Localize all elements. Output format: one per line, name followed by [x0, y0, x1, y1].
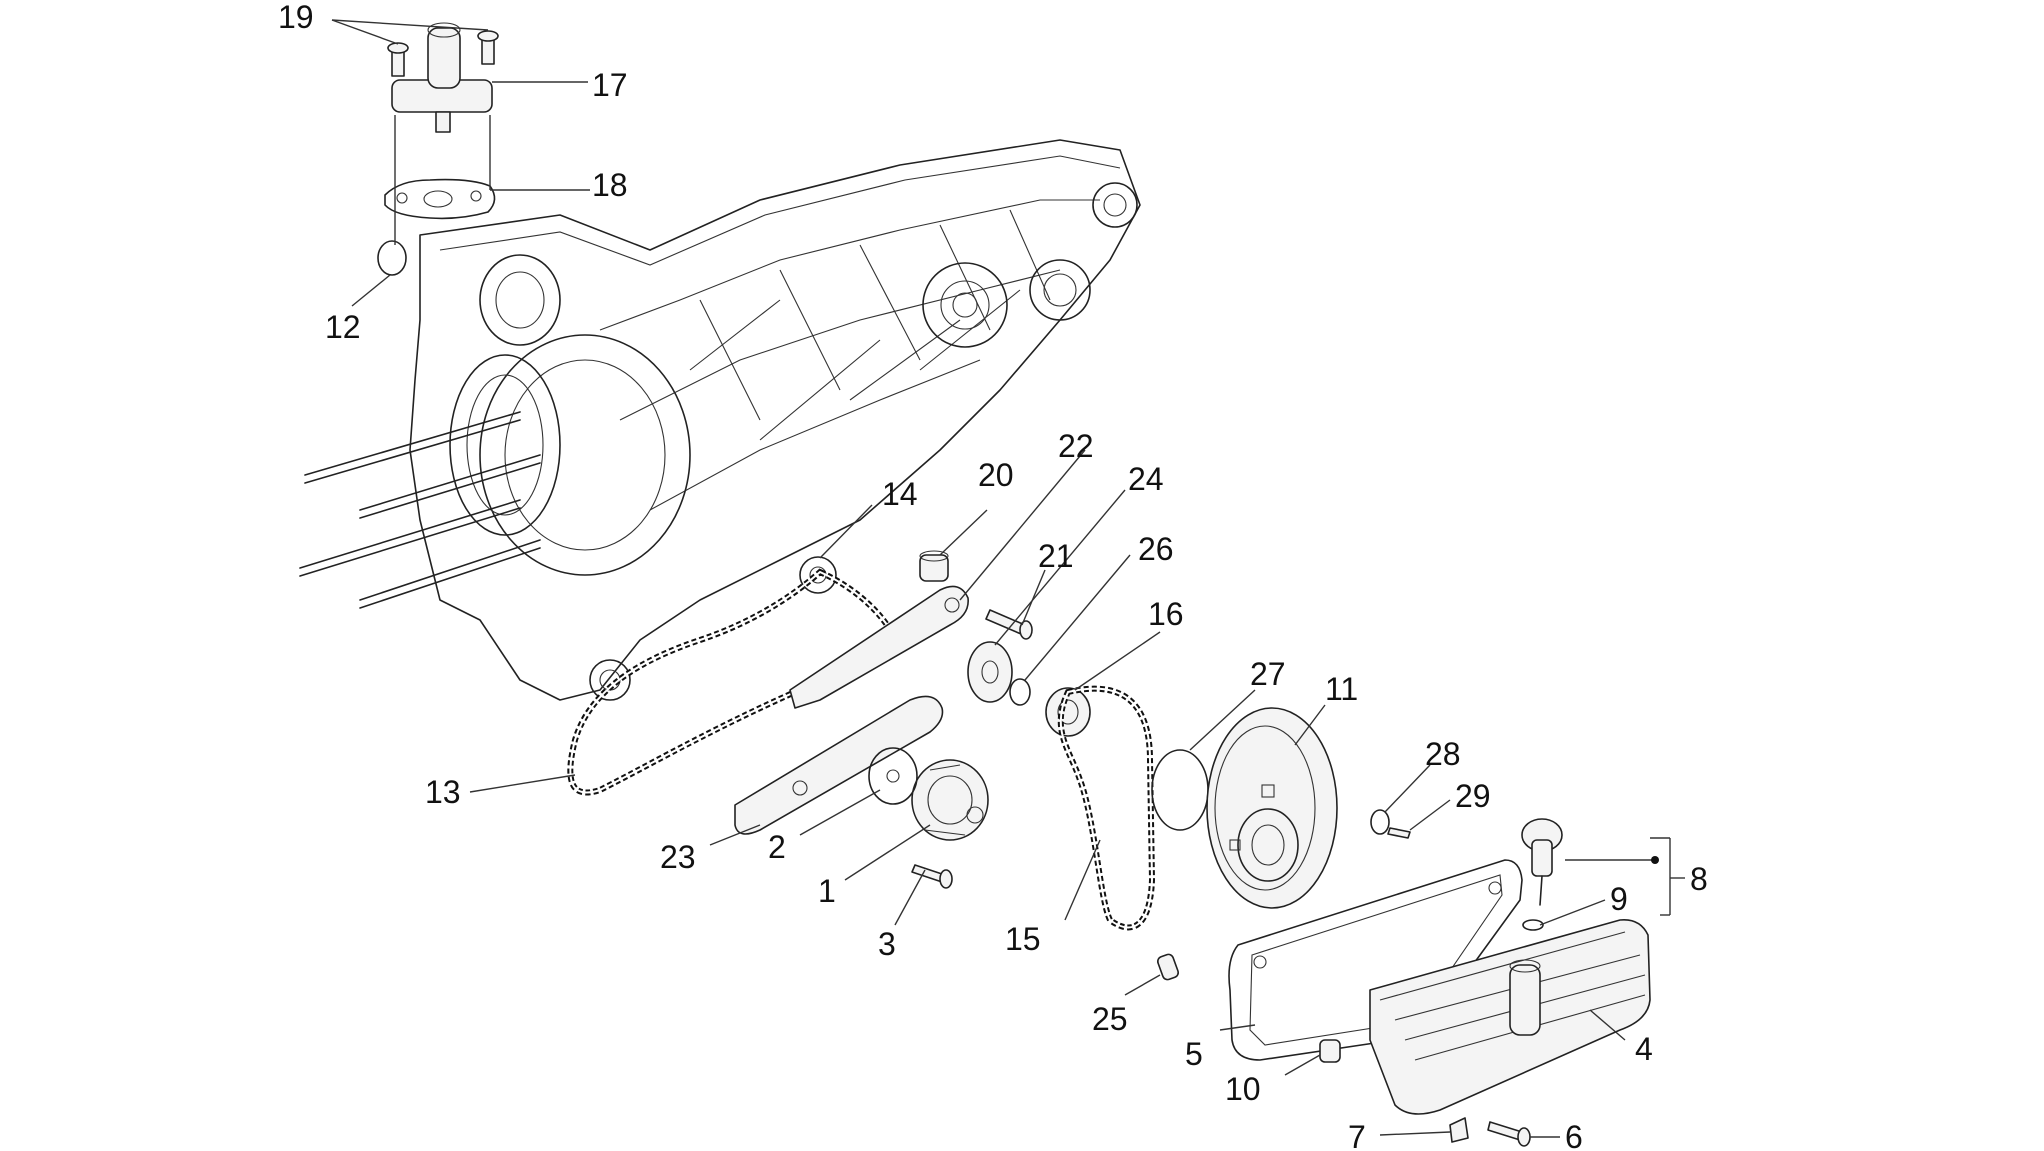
callout-25: 25 — [1092, 1001, 1128, 1037]
o-ring-12 — [377, 240, 407, 276]
callout-6: 6 — [1565, 1119, 1583, 1151]
callout-29: 29 — [1455, 778, 1491, 814]
plug-10 — [1319, 1039, 1341, 1063]
pump-chain-15 — [1057, 685, 1156, 931]
bushing-20 — [919, 550, 949, 582]
o-ring-27 — [1151, 749, 1209, 831]
oil-pump-1 — [911, 759, 989, 841]
callout-21: 21 — [1038, 538, 1074, 574]
screw-29 — [1387, 827, 1411, 839]
callout-11: 11 — [1325, 671, 1358, 707]
cylinder-studs — [299, 411, 541, 609]
callout-26: 26 — [1138, 531, 1174, 567]
o-ring-26 — [1009, 678, 1031, 706]
crankcase — [409, 139, 1141, 701]
pin-21 — [985, 609, 1033, 640]
callout-17: 17 — [592, 67, 628, 103]
callout-28: 28 — [1425, 736, 1461, 772]
callout-1: 1 — [818, 873, 836, 909]
callout-14: 14 — [882, 476, 918, 512]
callout-27: 27 — [1250, 656, 1286, 692]
callout-12: 12 — [325, 309, 361, 345]
callout-9: 9 — [1610, 881, 1628, 917]
leader-lines — [331, 19, 1685, 1138]
callout-4: 4 — [1635, 1031, 1653, 1067]
washer-28 — [1370, 809, 1390, 835]
callout-18: 18 — [592, 167, 628, 203]
callout-5: 5 — [1185, 1036, 1203, 1072]
callout-16: 16 — [1148, 596, 1184, 632]
callout-15: 15 — [1005, 921, 1041, 957]
oil-pump-gasket-2 — [868, 747, 918, 805]
o-ring-9 — [1522, 919, 1544, 931]
pin-25 — [1156, 953, 1180, 981]
screw-3 — [911, 864, 953, 889]
pump-sprocket-16 — [1045, 687, 1091, 737]
tensioner-slider-23 — [734, 695, 944, 835]
callout-8: 8 — [1690, 861, 1708, 897]
callout-3: 3 — [878, 926, 896, 962]
chain-tensioner — [391, 22, 493, 133]
callout-24: 24 — [1128, 461, 1164, 497]
clip-7 — [1449, 1117, 1469, 1143]
washer-24 — [967, 641, 1013, 703]
tensioner-bolts — [387, 30, 499, 77]
callout-2: 2 — [768, 829, 786, 865]
oil-sump-4 — [1369, 918, 1651, 1115]
tensioner-gasket — [384, 178, 496, 220]
callout-13: 13 — [425, 774, 461, 810]
pump-cover-11 — [1206, 707, 1338, 909]
chain-guide-22 — [789, 585, 969, 709]
callout-22: 22 — [1058, 428, 1094, 464]
callout-10: 10 — [1225, 1071, 1261, 1107]
bolt-6 — [1487, 1121, 1531, 1147]
callout-23: 23 — [660, 839, 696, 875]
callout-19: 19 — [278, 0, 314, 35]
callout-20: 20 — [978, 457, 1014, 493]
callout-7: 7 — [1348, 1119, 1366, 1151]
dipstick-8 — [1521, 818, 1563, 906]
